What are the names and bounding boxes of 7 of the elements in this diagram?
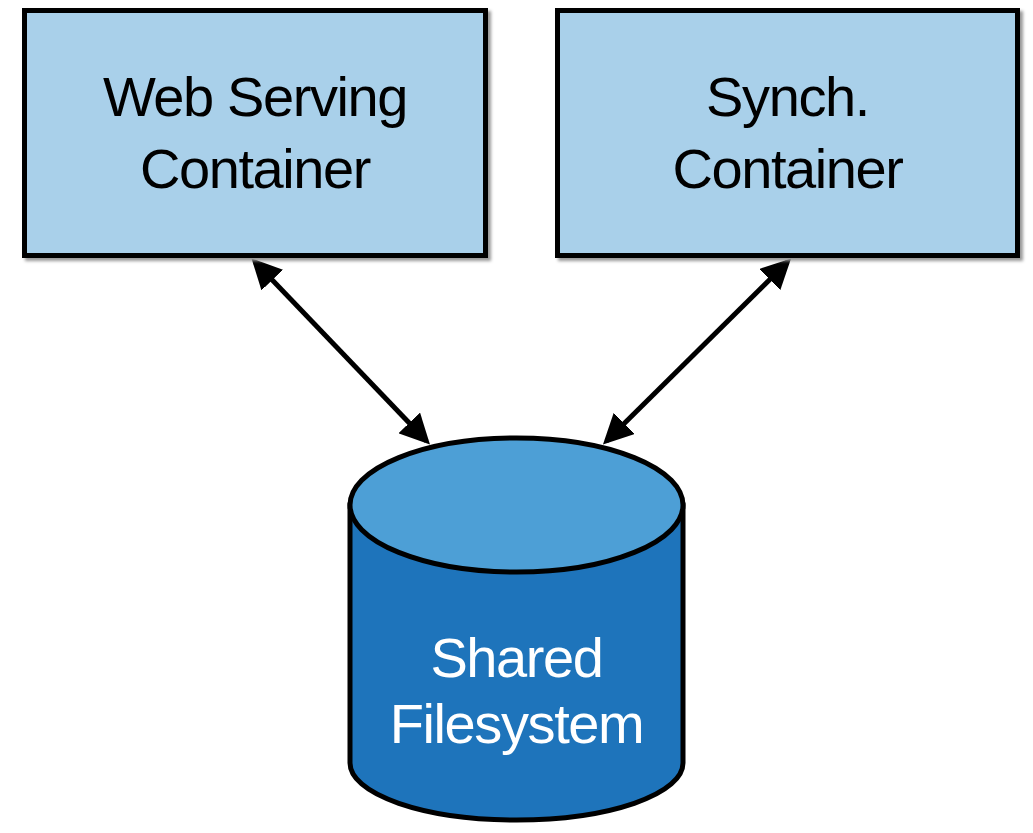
box-label: Synch. Container (671, 64, 904, 202)
box-label: Web Serving Container (101, 64, 409, 202)
node-label: Shared Filesystem (388, 625, 645, 757)
container-box (22, 8, 488, 258)
container-box (555, 8, 1020, 258)
double-arrow (602, 258, 792, 445)
double-arrow (251, 258, 430, 445)
